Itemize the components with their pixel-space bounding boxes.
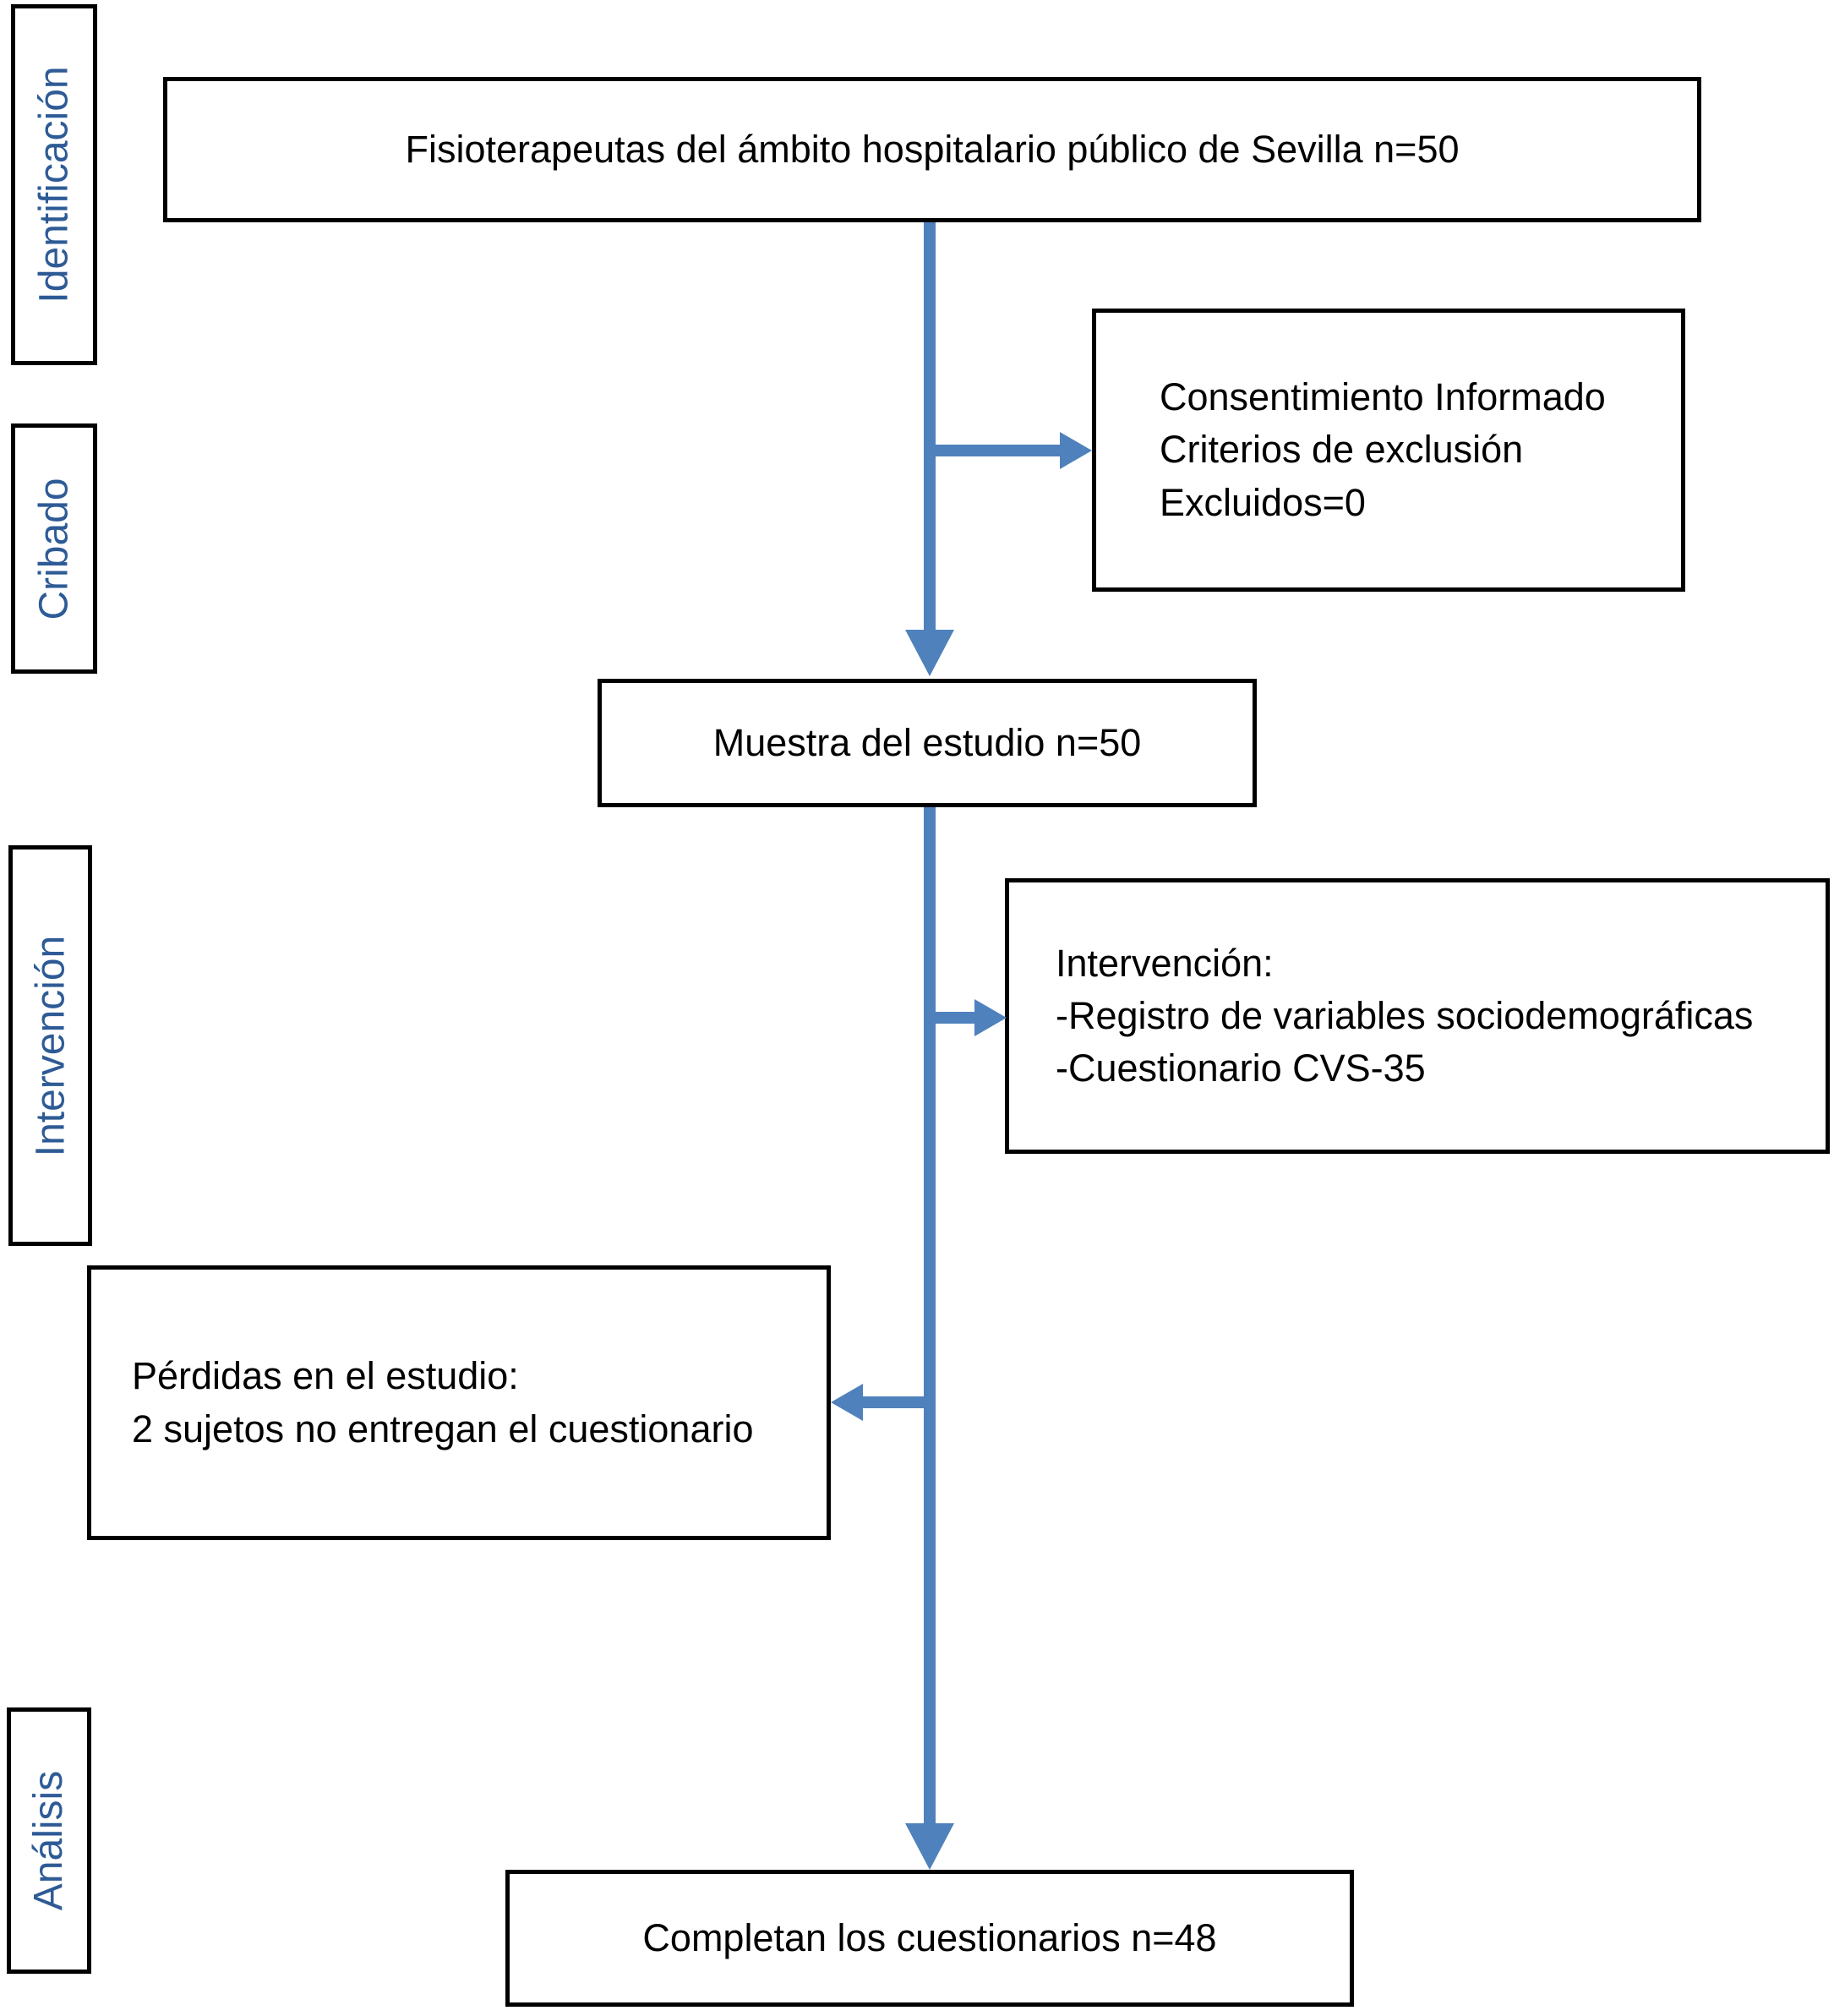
stage-label-analisis: Análisis xyxy=(7,1707,91,1974)
arrow-sample-to-completed-shaft xyxy=(924,807,936,1823)
stage-label-cribado: Cribado xyxy=(11,423,97,674)
box-intervention-line-1: Intervención: xyxy=(1056,941,1274,985)
stage-label-intervencion: Intervención xyxy=(8,845,92,1246)
box-completed-text: Completan los cuestionarios n=48 xyxy=(642,1915,1217,1959)
box-screening: Consentimiento Informado Criterios de ex… xyxy=(1092,309,1685,592)
arrow-to-losses-shaft xyxy=(863,1396,936,1408)
stage-label-cribado-text: Cribado xyxy=(31,477,77,620)
box-losses-line-1: Pérdidas en el estudio: xyxy=(132,1354,519,1398)
stage-label-identificacion: Identificación xyxy=(11,4,97,365)
stage-label-identificacion-text: Identificación xyxy=(31,66,77,303)
box-intervention-lines: Intervención: -Registro de variables soc… xyxy=(1056,937,1753,1095)
arrow-to-intervention-head-icon xyxy=(974,999,1007,1036)
box-screening-line-1: Consentimiento Informado xyxy=(1160,375,1606,419)
box-sample: Muestra del estudio n=50 xyxy=(598,679,1257,807)
box-population-text: Fisioterapeutas del ámbito hospitalario … xyxy=(405,127,1460,171)
box-intervention-line-2: -Registro de variables sociodemográficas xyxy=(1056,993,1754,1037)
box-population: Fisioterapeutas del ámbito hospitalario … xyxy=(163,77,1701,222)
arrow-to-screening-head-icon xyxy=(1060,432,1092,469)
box-screening-line-2: Criterios de exclusión xyxy=(1160,428,1524,472)
box-losses-lines: Pérdidas en el estudio: 2 sujetos no ent… xyxy=(132,1350,754,1455)
arrow-population-to-sample-shaft xyxy=(924,222,936,630)
arrow-to-intervention-shaft xyxy=(930,1012,974,1024)
box-sample-text: Muestra del estudio n=50 xyxy=(712,720,1142,764)
box-completed: Completan los cuestionarios n=48 xyxy=(505,1870,1354,2007)
arrow-sample-to-completed-head-icon xyxy=(905,1823,954,1870)
stage-label-analisis-text: Análisis xyxy=(26,1770,72,1911)
box-losses-line-2: 2 sujetos no entregan el cuestionario xyxy=(132,1407,754,1451)
box-intervention-line-3: -Cuestionario CVS-35 xyxy=(1056,1046,1426,1090)
box-screening-lines: Consentimiento Informado Criterios de ex… xyxy=(1160,371,1606,528)
arrow-to-screening-shaft xyxy=(930,445,1060,456)
box-screening-line-3: Excluidos=0 xyxy=(1160,480,1366,524)
arrow-population-to-sample-head-icon xyxy=(905,630,954,676)
box-intervention: Intervención: -Registro de variables soc… xyxy=(1005,878,1830,1154)
box-losses: Pérdidas en el estudio: 2 sujetos no ent… xyxy=(87,1265,831,1540)
arrow-to-losses-head-icon xyxy=(831,1384,863,1421)
stage-label-intervencion-text: Intervención xyxy=(28,935,73,1156)
